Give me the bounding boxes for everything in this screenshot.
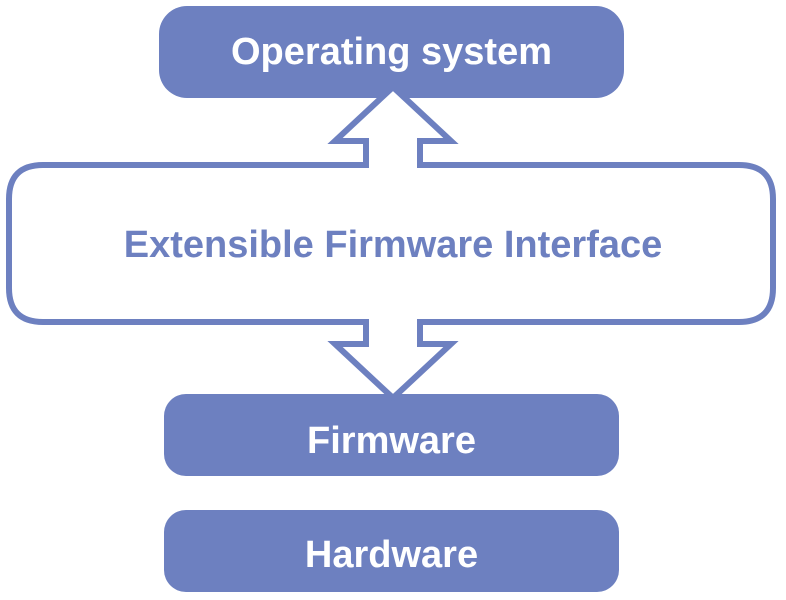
interface-label: Extensible Firmware Interface (123, 223, 663, 266)
interface-double-arrow-shape (6, 82, 776, 403)
firmware-box (164, 394, 619, 476)
operating-system-box (159, 6, 624, 98)
operating-system-label: Operating system (231, 30, 552, 73)
firmware-label: Firmware (307, 419, 476, 462)
hardware-label: Hardware (304, 533, 479, 576)
hardware-box (164, 510, 619, 592)
